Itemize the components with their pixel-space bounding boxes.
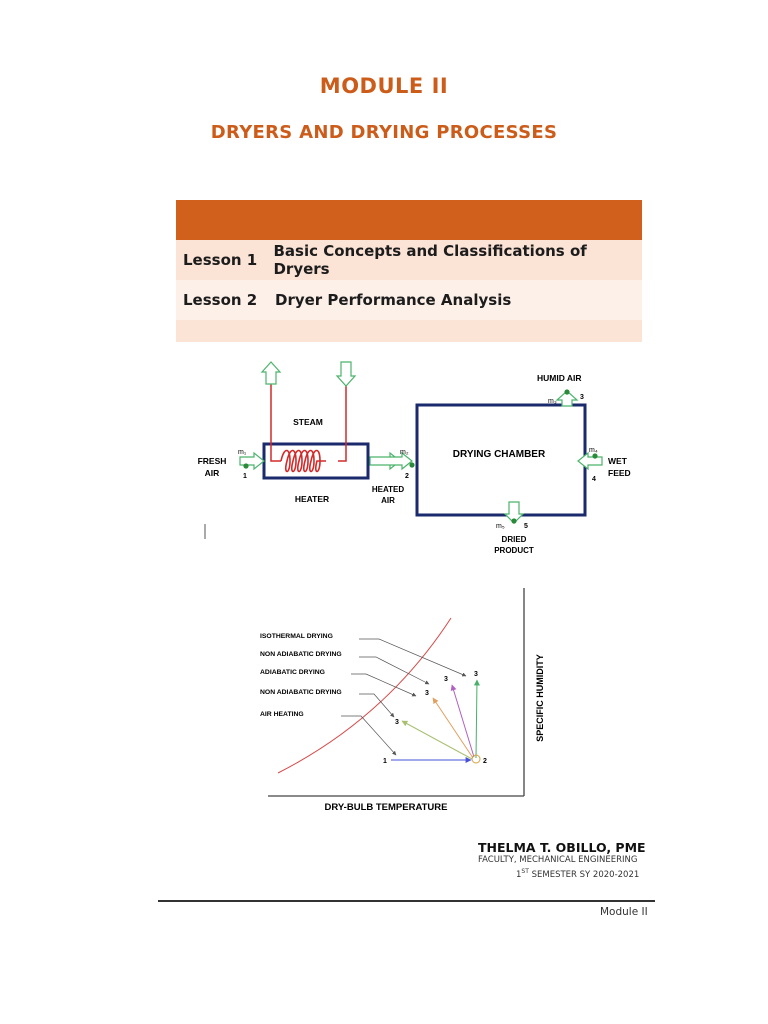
- steam-inlet-line: [270, 384, 281, 462]
- isothermal-line: [473, 679, 480, 759]
- lesson-title: Dryer Performance Analysis: [275, 291, 512, 309]
- point-2-label: 2: [483, 758, 487, 765]
- product-label: PRODUCT: [494, 546, 534, 555]
- leader-non-adiabatic-1: [359, 656, 430, 685]
- non-adiabatic-line-2: [401, 720, 473, 760]
- lesson-row: Lesson 1 Basic Concepts and Classificati…: [176, 240, 642, 280]
- dried-label: DRIED: [502, 535, 527, 544]
- steam-label: STEAM: [293, 417, 323, 427]
- m4-label: m₄: [589, 447, 598, 454]
- m5-label: m₅: [496, 523, 505, 530]
- drying-chamber-box: [415, 403, 587, 517]
- point-2-label: 2: [405, 473, 409, 480]
- semester-text: SEMESTER SY 2020-2021: [528, 869, 640, 880]
- author-name: THELMA T. OBILLO, PME: [478, 840, 646, 855]
- point-3-non-adiabatic-label: 3: [444, 676, 448, 683]
- legend-non-adiabatic-1: NON ADIABATIC DRYING: [260, 651, 342, 658]
- m3-label: m₃: [548, 398, 557, 405]
- wet-feed-arrow-icon: [577, 451, 603, 471]
- semester-line: 1ST SEMESTER SY 2020-2021: [478, 866, 678, 881]
- semester-number: 1: [516, 869, 522, 880]
- heater-coil: [280, 449, 326, 473]
- feed-label: FEED: [608, 468, 631, 478]
- module-subtitle: DRYERS AND DRYING PROCESSES: [210, 122, 558, 143]
- dryer-diagram: STEAM HEATER m₁ 1 FRESH AIR m₂ 2 HEATED …: [198, 361, 631, 555]
- lessons-footer-band: [176, 320, 642, 342]
- x-axis-label: DRY-BULB TEMPERATURE: [325, 802, 448, 813]
- footer-rule: [158, 900, 655, 902]
- lessons-table: Lesson 1 Basic Concepts and Classificati…: [176, 200, 642, 342]
- point-4-label: 4: [592, 476, 596, 483]
- legend-isothermal: ISOTHERMAL DRYING: [260, 633, 333, 640]
- state-point-5: [511, 518, 517, 524]
- semester-suffix: ST: [521, 868, 529, 875]
- m2-label: m₂: [400, 449, 409, 456]
- leader-non-adiabatic-2: [359, 693, 395, 718]
- point-3-isothermal-label: 3: [474, 671, 478, 678]
- state-point-1: [243, 463, 249, 469]
- point-3-non-adiabatic-2-label: 3: [395, 719, 399, 726]
- steam-up-arrow-icon: [260, 361, 282, 385]
- legend-air-heating: AIR HEATING: [260, 711, 304, 718]
- point-3-adiabatic-label: 3: [425, 690, 429, 697]
- heated-air-label: AIR: [381, 496, 395, 505]
- chamber-inlet-arrow-icon: [390, 451, 413, 471]
- heated-label: HEATED: [372, 485, 405, 494]
- m1-label: m₁: [238, 449, 247, 456]
- drying-chamber-label: DRYING CHAMBER: [453, 449, 546, 460]
- legend-non-adiabatic-2: NON ADIABATIC DRYING: [260, 689, 342, 696]
- saturation-curve: [277, 617, 452, 774]
- leader-adiabatic: [351, 673, 417, 697]
- point-3-label: 3: [580, 394, 584, 401]
- heater-label: HEATER: [295, 494, 329, 504]
- non-adiabatic-line-1: [450, 684, 475, 758]
- dried-product-arrow-icon: [503, 501, 525, 524]
- point-1-label: 1: [243, 473, 247, 480]
- lesson-number: Lesson 2: [183, 291, 258, 309]
- lessons-header-band: [176, 200, 642, 240]
- lesson-title: Basic Concepts and Classifications of Dr…: [273, 242, 587, 278]
- leader-air-heating: [341, 715, 397, 756]
- steam-down-arrow-icon: [335, 361, 357, 387]
- legend-adiabatic: ADIABATIC DRYING: [260, 669, 325, 676]
- state-point-2-marker: [471, 754, 481, 764]
- y-axis-label: SPECIFIC HUMIDITY: [535, 654, 545, 742]
- point-5-label: 5: [524, 523, 528, 530]
- steam-outlet-line: [338, 384, 347, 462]
- humid-air-label: HUMID AIR: [537, 373, 582, 383]
- psychrometric-diagram: DRY-BULB TEMPERATURE SPECIFIC HUMIDITY I…: [260, 588, 545, 813]
- lesson-number: Lesson 1: [183, 251, 258, 269]
- state-point-2: [409, 462, 415, 468]
- adiabatic-line: [432, 697, 474, 759]
- wet-label: WET: [608, 456, 628, 466]
- module-title: MODULE II: [319, 74, 449, 98]
- state-point-3: [564, 389, 570, 395]
- author-block: THELMA T. OBILLO, PME FACULTY, MECHANICA…: [478, 840, 678, 881]
- fresh-label: FRESH: [198, 456, 227, 466]
- author-position: FACULTY, MECHANICAL ENGINEERING: [478, 855, 638, 865]
- leader-isothermal: [359, 638, 467, 677]
- footer-label: Module II: [600, 906, 648, 918]
- humid-air-arrow-icon: [555, 390, 579, 407]
- air-label: AIR: [205, 468, 220, 478]
- point-1-label: 1: [383, 758, 387, 765]
- lesson-row: Lesson 2 Dryer Performance Analysis: [176, 280, 642, 320]
- state-point-4: [592, 453, 598, 459]
